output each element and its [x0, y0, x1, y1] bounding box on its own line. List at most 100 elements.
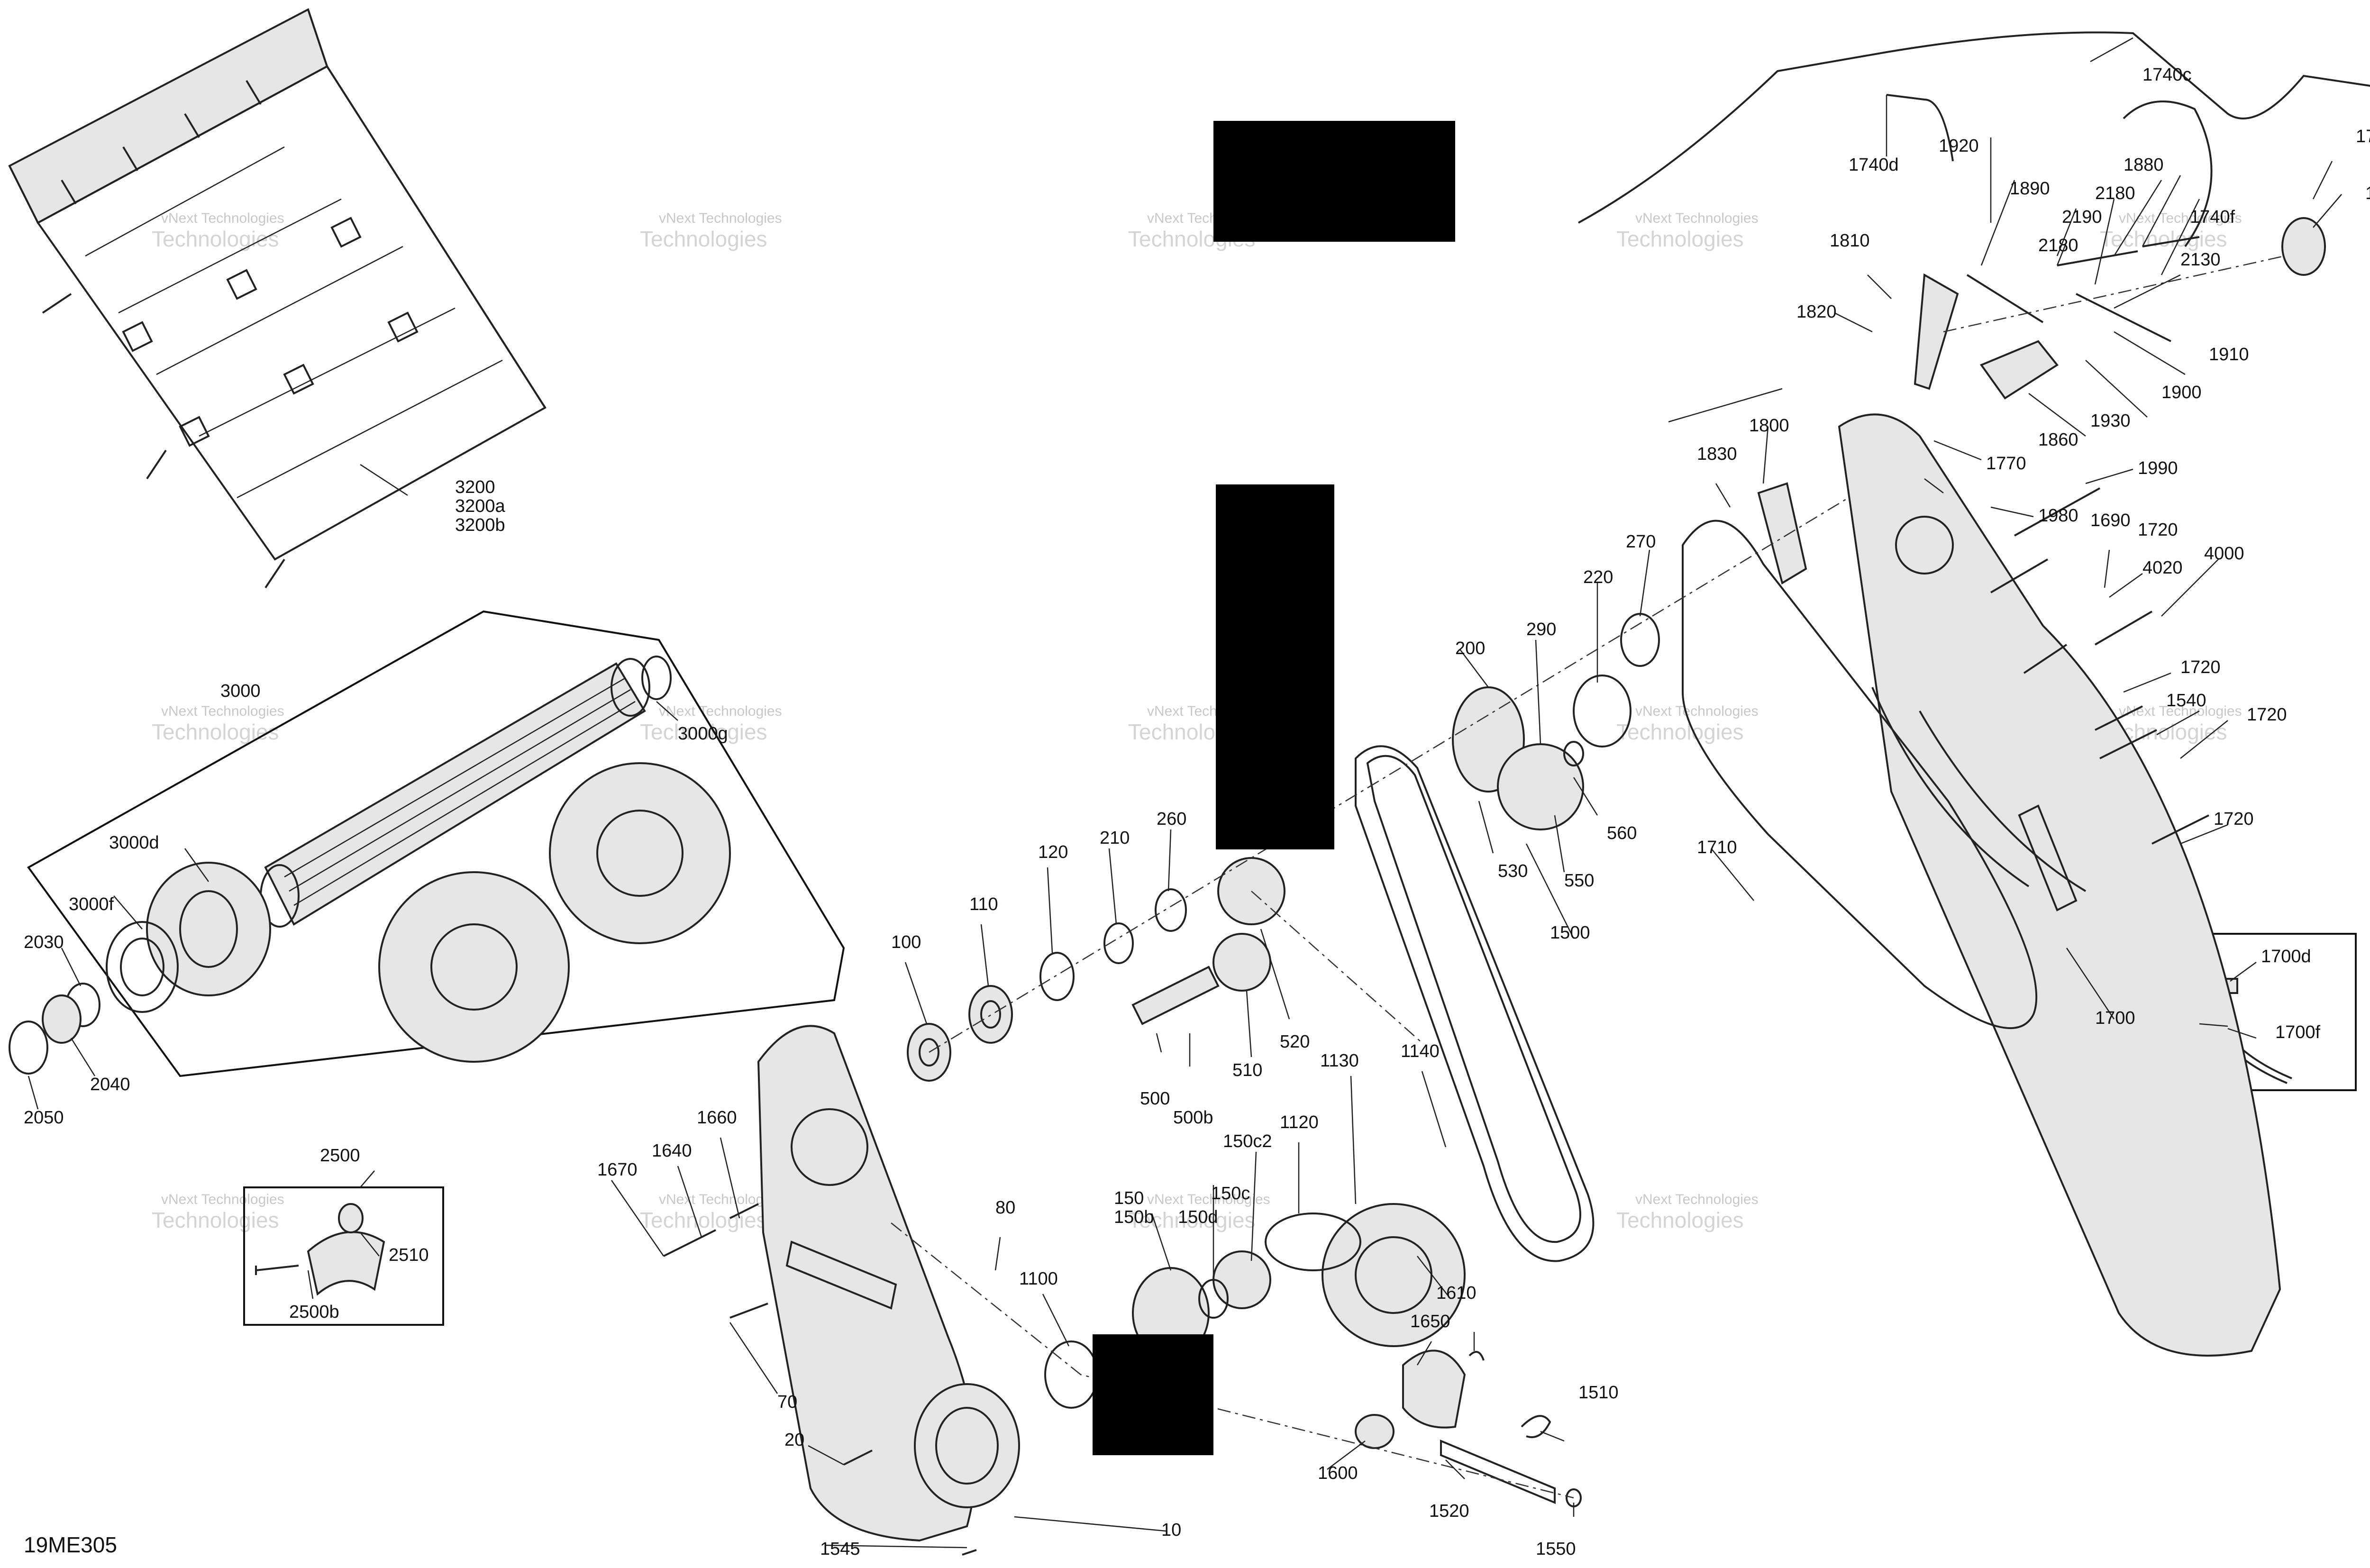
callout-1720-b: 1720 — [2247, 705, 2287, 725]
callout-1740d: 1740d — [1849, 155, 1899, 175]
diagram-code: 19ME305 — [24, 1532, 117, 1557]
svg-text:Technologies: Technologies — [640, 227, 767, 251]
svg-text:vNext Technologies: vNext Technologies — [161, 1192, 284, 1207]
callout-1740f: 1740f — [2190, 207, 2235, 227]
callout-1520: 1520 — [1429, 1501, 1469, 1521]
callout-1740c: 1740c — [2142, 65, 2192, 85]
callout-1810: 1810 — [1830, 231, 1870, 251]
svg-text:vNext Technologies: vNext Technologies — [161, 703, 284, 719]
callout-1710: 1710 — [1697, 838, 1737, 857]
callout-1660: 1660 — [697, 1108, 737, 1128]
redaction-block — [1093, 1334, 1213, 1455]
bolts — [663, 487, 2209, 1556]
callout-3000f: 3000f — [69, 894, 114, 914]
callout-1720-d: 1720 — [2214, 809, 2254, 829]
callout-1670: 1670 — [597, 1160, 638, 1180]
callout-2180-b: 2180 — [2038, 236, 2078, 255]
callout-120: 120 — [1038, 842, 1068, 862]
callout-3200a: 3200a — [455, 496, 506, 516]
svg-text:vNext Technologies: vNext Technologies — [659, 703, 782, 719]
callout-200: 200 — [1455, 638, 1485, 658]
callout-1130: 1130 — [1320, 1051, 1359, 1071]
watermark: vNext Technologies Technologies — [1128, 1192, 1270, 1232]
lower-shaft-1520 — [1355, 1349, 1582, 1507]
callout-2040: 2040 — [90, 1075, 130, 1094]
svg-text:vNext Technologies: vNext Technologies — [1635, 1192, 1759, 1207]
callout-1140: 1140 — [1401, 1041, 1440, 1061]
svg-text:Technologies: Technologies — [1128, 1208, 1256, 1232]
redaction-block — [1216, 484, 1334, 849]
callout-260: 260 — [1157, 809, 1186, 829]
callout-70: 70 — [777, 1392, 797, 1412]
callout-150b: 150b — [1114, 1207, 1154, 1227]
callout-550: 550 — [1564, 871, 1594, 891]
svg-text:vNext Technologies: vNext Technologies — [1147, 1192, 1270, 1207]
watermark: vNext Technologies Technologies — [2100, 210, 2242, 251]
callout-1880: 1880 — [2124, 155, 2164, 175]
callout-3000d: 3000d — [109, 833, 159, 853]
callout-1910: 1910 — [2209, 345, 2249, 365]
svg-text:vNext Technologies: vNext Technologies — [2119, 703, 2242, 719]
bearings-and-seals — [907, 888, 1361, 1409]
svg-text:Technologies: Technologies — [1616, 227, 1744, 251]
redaction-block — [1213, 121, 1455, 242]
callout-1650: 1650 — [1410, 1312, 1450, 1331]
callout-4020: 4020 — [2142, 558, 2183, 578]
callout-2050: 2050 — [24, 1108, 64, 1128]
callout-1820: 1820 — [1796, 302, 1837, 322]
callout-1540: 1540 — [2166, 691, 2206, 711]
callout-3200: 3200 — [455, 477, 495, 497]
watermark: vNext Technologies Technologies — [1616, 1192, 1759, 1232]
callout-1890: 1890 — [2010, 179, 2050, 199]
svg-text:vNext Technologies: vNext Technologies — [1635, 703, 1759, 719]
callout-220: 220 — [1583, 567, 1613, 587]
callout-270: 270 — [1626, 532, 1656, 552]
callout-1600: 1600 — [1318, 1463, 1358, 1483]
callout-150c: 150c — [1211, 1184, 1250, 1203]
callout-1545: 1545 — [820, 1539, 860, 1559]
svg-text:vNext Technologies: vNext Technologies — [659, 210, 782, 226]
callout-2500: 2500 — [320, 1146, 360, 1166]
callout-1720-c: 1720 — [2180, 657, 2221, 677]
svg-text:vNext Technologies: vNext Technologies — [2119, 210, 2242, 226]
outer-case-1700 — [1838, 413, 2281, 1357]
callout-510: 510 — [1232, 1060, 1262, 1080]
watermark: vNext Technologies Technologies — [640, 210, 782, 251]
callout-1100: 1100 — [1019, 1269, 1058, 1289]
callout-500b: 500b — [1173, 1108, 1213, 1128]
callout-1720-a: 1720 — [2138, 520, 2178, 540]
callout-3000: 3000 — [220, 681, 261, 701]
callout-1740a: 1740a — [2365, 183, 2370, 203]
callout-2500b: 2500b — [289, 1302, 339, 1322]
svg-text:Technologies: Technologies — [1616, 1208, 1744, 1232]
callout-20: 20 — [784, 1430, 804, 1450]
callout-1980: 1980 — [2038, 506, 2078, 526]
svg-text:Technologies: Technologies — [152, 720, 279, 744]
callout-1690: 1690 — [2090, 511, 2131, 530]
svg-text:Technologies: Technologies — [152, 227, 279, 251]
shift-linkage — [1578, 31, 2370, 585]
watermark: vNext Technologies Technologies — [152, 1192, 284, 1232]
watermark: vNext Technologies Technologies — [640, 703, 782, 744]
callout-3000g: 3000g — [678, 724, 728, 744]
redaction-blocks — [1093, 121, 1455, 1455]
callout-560: 560 — [1607, 823, 1637, 843]
callout-4000: 4000 — [2204, 544, 2244, 564]
callout-150c2: 150c2 — [1223, 1131, 1272, 1151]
callout-10: 10 — [1161, 1520, 1181, 1540]
chain-1710 — [1682, 520, 2038, 1029]
watermarks: vNext Technologies Technologies vNext Te… — [152, 210, 2242, 1232]
callout-1830: 1830 — [1697, 444, 1737, 464]
callout-1990: 1990 — [2138, 458, 2178, 478]
callout-500: 500 — [1140, 1089, 1170, 1109]
svg-text:Technologies: Technologies — [152, 1208, 279, 1232]
detail-box-2500 — [243, 1186, 444, 1326]
callout-520: 520 — [1280, 1032, 1310, 1052]
drive-shaft-group — [9, 610, 845, 1077]
callout-2510: 2510 — [389, 1245, 429, 1265]
callout-1510: 1510 — [1578, 1383, 1619, 1403]
assembly-axes — [891, 255, 2285, 1499]
svg-text:Technologies: Technologies — [640, 1208, 767, 1232]
callout-1610: 1610 — [1436, 1283, 1477, 1303]
